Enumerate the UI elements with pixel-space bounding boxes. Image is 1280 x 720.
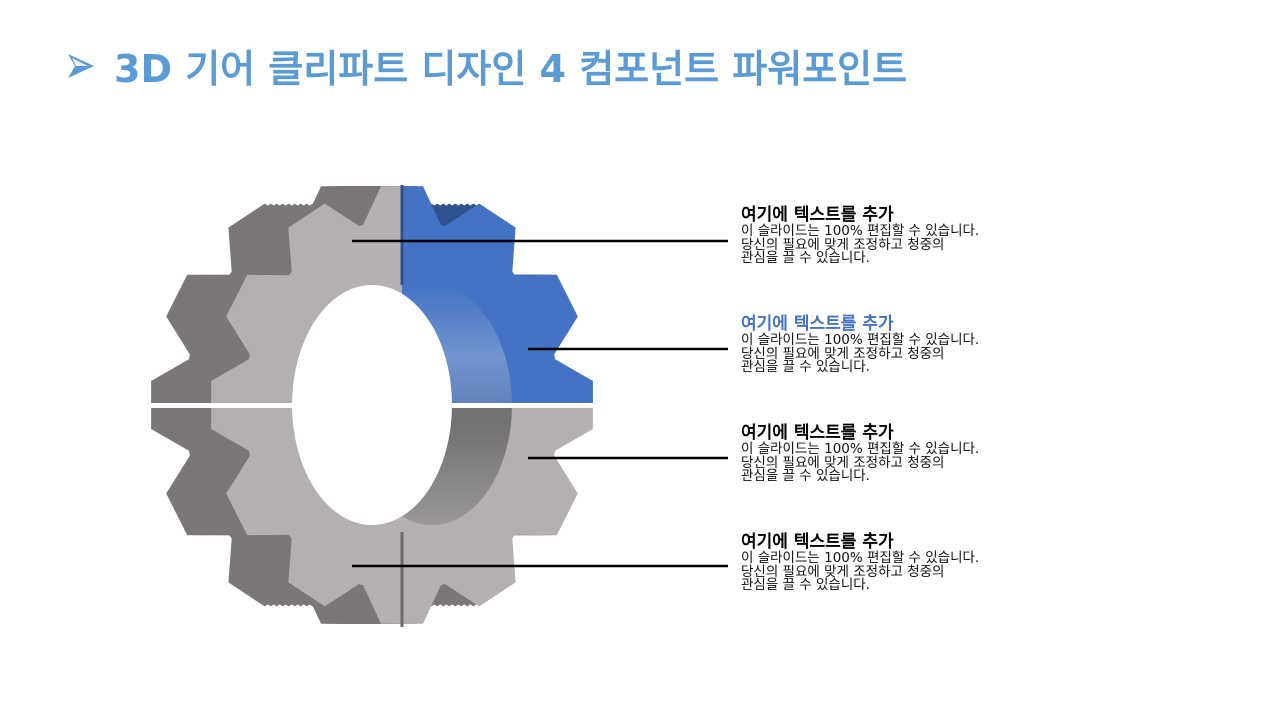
text-block-body-line: 당신의 필요에 맞게 조정하고 청중의 — [741, 563, 945, 580]
text-block-body-line: 이 슬라이드는 100% 편집할 수 있습니다. — [741, 332, 980, 348]
text-block-1: 여기에 텍스트를 추가 이 슬라이드는 100% 편집할 수 있습니다. 당신의… — [741, 206, 1081, 266]
text-block-body-line: 관심을 끌 수 있습니다. — [741, 577, 870, 593]
text-block-2: 여기에 텍스트를 추가 이 슬라이드는 100% 편집할 수 있습니다. 당신의… — [741, 315, 1081, 375]
text-block-body-line: 이 슬라이드는 100% 편집할 수 있습니다. — [741, 441, 980, 457]
text-block-4: 여기에 텍스트를 추가 이 슬라이드는 100% 편집할 수 있습니다. 당신의… — [741, 533, 1081, 593]
text-block-body-line: 관심을 끌 수 있습니다. — [741, 468, 870, 484]
text-block-body-line: 관심을 끌 수 있습니다. — [741, 359, 870, 375]
text-block-body-line: 당신의 필요에 맞게 조정하고 청중의 — [741, 236, 945, 253]
gear-horizontal-gap — [140, 403, 610, 408]
arrowhead-bullet-icon — [68, 53, 94, 78]
slide-title: 3D 기어 클리파트 디자인 4 컴포넌트 파워포인트 — [66, 38, 907, 93]
text-block-heading: 여기에 텍스트를 추가 — [741, 532, 894, 552]
text-block-heading: 여기에 텍스트를 추가 — [741, 423, 894, 443]
text-block-body-line: 당신의 필요에 맞게 조정하고 청중의 — [741, 454, 945, 471]
slide-title-text: 3D 기어 클리파트 디자인 4 컴포넌트 파워포인트 — [114, 47, 908, 91]
text-block-body-line: 관심을 끌 수 있습니다. — [741, 250, 870, 266]
text-block-heading: 여기에 텍스트를 추가 — [741, 314, 894, 334]
text-block-body-line: 당신의 필요에 맞게 조정하고 청중의 — [741, 345, 945, 362]
text-block-body-line: 이 슬라이드는 100% 편집할 수 있습니다. — [741, 550, 980, 566]
text-block-3: 여기에 텍스트를 추가 이 슬라이드는 100% 편집할 수 있습니다. 당신의… — [741, 424, 1081, 484]
text-block-body-line: 이 슬라이드는 100% 편집할 수 있습니다. — [741, 223, 980, 239]
text-block-heading: 여기에 텍스트를 추가 — [741, 205, 894, 225]
